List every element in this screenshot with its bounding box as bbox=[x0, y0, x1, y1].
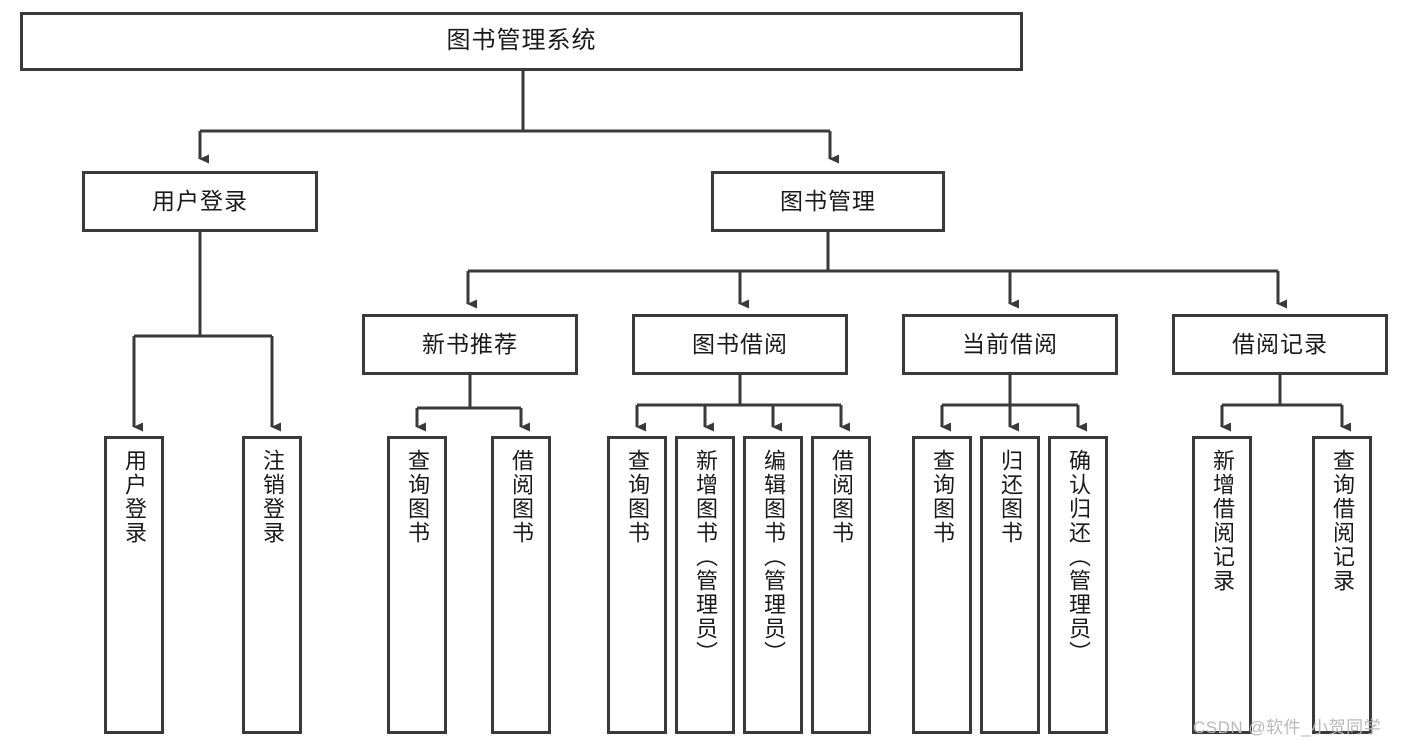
leaf-user-login[interactable]: 用户登录 bbox=[104, 436, 164, 734]
leaf-borrow-book[interactable]: 借阅图书 bbox=[811, 436, 871, 734]
leaf-edit-book-admin[interactable]: 编辑图书（管理员） bbox=[743, 436, 803, 734]
node-new-book-recommend[interactable]: 新书推荐 bbox=[362, 314, 578, 375]
watermark-text: CSDN @软件_小贺同学 bbox=[1193, 718, 1382, 737]
leaf-add-borrow-record[interactable]: 新增借阅记录 bbox=[1192, 436, 1252, 734]
leaf-query-book-current[interactable]: 查询图书 bbox=[912, 436, 972, 734]
leaf-add-book-admin[interactable]: 新增图书（管理员） bbox=[675, 436, 735, 734]
node-label: 用户登录 bbox=[152, 187, 248, 214]
node-label: 图书管理 bbox=[780, 187, 876, 214]
node-label: 查询图书 bbox=[929, 449, 955, 545]
node-label: 新增借阅记录 bbox=[1209, 449, 1235, 593]
leaf-return-book[interactable]: 归还图书 bbox=[980, 436, 1040, 734]
leaf-logout[interactable]: 注销登录 bbox=[242, 436, 302, 734]
node-label: 图书管理系统 bbox=[446, 27, 597, 55]
leaf-query-book-recommend[interactable]: 查询图书 bbox=[387, 436, 447, 734]
node-label: 新书推荐 bbox=[422, 330, 518, 357]
node-label: 借阅记录 bbox=[1232, 330, 1328, 357]
node-label: 注销登录 bbox=[259, 449, 285, 545]
leaf-query-book-borrow[interactable]: 查询图书 bbox=[607, 436, 667, 734]
node-label: 归还图书 bbox=[997, 449, 1023, 545]
leaf-query-borrow-record[interactable]: 查询借阅记录 bbox=[1312, 436, 1372, 734]
leaf-confirm-return-admin[interactable]: 确认归还（管理员） bbox=[1048, 436, 1108, 734]
node-label: 查询借阅记录 bbox=[1329, 449, 1355, 593]
leaf-borrow-book-recommend[interactable]: 借阅图书 bbox=[491, 436, 551, 734]
node-label: 查询图书 bbox=[624, 449, 650, 545]
node-book-management[interactable]: 图书管理 bbox=[711, 171, 945, 232]
node-label: 确认归还（管理员） bbox=[1065, 449, 1091, 665]
node-label: 编辑图书（管理员） bbox=[760, 449, 786, 665]
node-label: 借阅图书 bbox=[508, 449, 534, 545]
node-label: 新增图书（管理员） bbox=[692, 449, 718, 665]
node-current-borrow[interactable]: 当前借阅 bbox=[902, 314, 1118, 375]
node-user-login[interactable]: 用户登录 bbox=[82, 171, 318, 232]
node-label: 用户登录 bbox=[121, 449, 147, 545]
node-label: 当前借阅 bbox=[962, 330, 1058, 357]
node-borrow-record[interactable]: 借阅记录 bbox=[1172, 314, 1388, 375]
node-label: 借阅图书 bbox=[828, 449, 854, 545]
node-label: 查询图书 bbox=[404, 449, 430, 545]
node-label: 图书借阅 bbox=[692, 330, 788, 357]
node-root-system[interactable]: 图书管理系统 bbox=[20, 12, 1023, 71]
node-book-borrow[interactable]: 图书借阅 bbox=[632, 314, 848, 375]
